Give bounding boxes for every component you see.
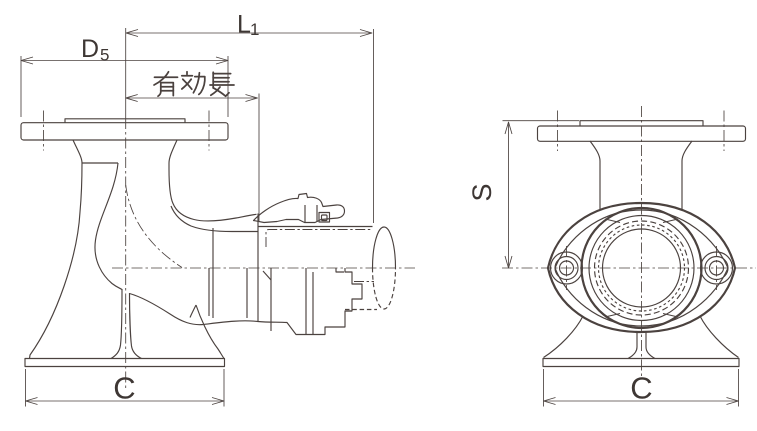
coupling-face-circles: [580, 206, 703, 330]
front-view: S C: [467, 106, 756, 407]
dim-c-front: C: [543, 369, 739, 407]
front-view-centerlines: [502, 106, 756, 379]
kanji-effective-length-glyphs: [153, 70, 235, 98]
dim-label-l1-sub: 1: [250, 20, 259, 39]
front-base-plate: [542, 357, 740, 368]
side-top-flange: [20, 110, 229, 151]
dim-d5: D 5: [20, 35, 229, 117]
dim-effective-length: 有効長: [125, 70, 260, 221]
side-body-outline: [28, 139, 258, 359]
side-view: L 1 D 5 有効長: [20, 11, 415, 407]
dim-l1: L 1: [125, 11, 374, 223]
dim-c-side: C: [25, 369, 225, 407]
dim-label-c-side: C: [113, 371, 135, 406]
front-rib-and-base: [542, 315, 740, 368]
dim-label-s: S: [467, 183, 497, 201]
flange-bolt-holes: [549, 246, 734, 290]
dim-s: S: [467, 120, 579, 269]
dim-label-d5-sub: 5: [100, 46, 109, 65]
pipe-end-ellipse-hidden: [371, 267, 397, 310]
dim-label-l1: L: [237, 11, 251, 39]
coupling-lever: [252, 192, 346, 224]
dim-label-d5: D: [81, 35, 99, 63]
front-top-flange: [536, 110, 747, 151]
pipe-end-ellipse-visible: [371, 226, 397, 269]
side-rib-and-base: [24, 288, 226, 368]
dim-label-c-front: C: [630, 371, 652, 406]
outlet-coupling: [129, 213, 377, 336]
front-neck: [589, 140, 693, 210]
outlet-pipe: [258, 225, 397, 310]
side-base-plate: [24, 357, 226, 368]
side-view-centerlines: [112, 28, 415, 388]
